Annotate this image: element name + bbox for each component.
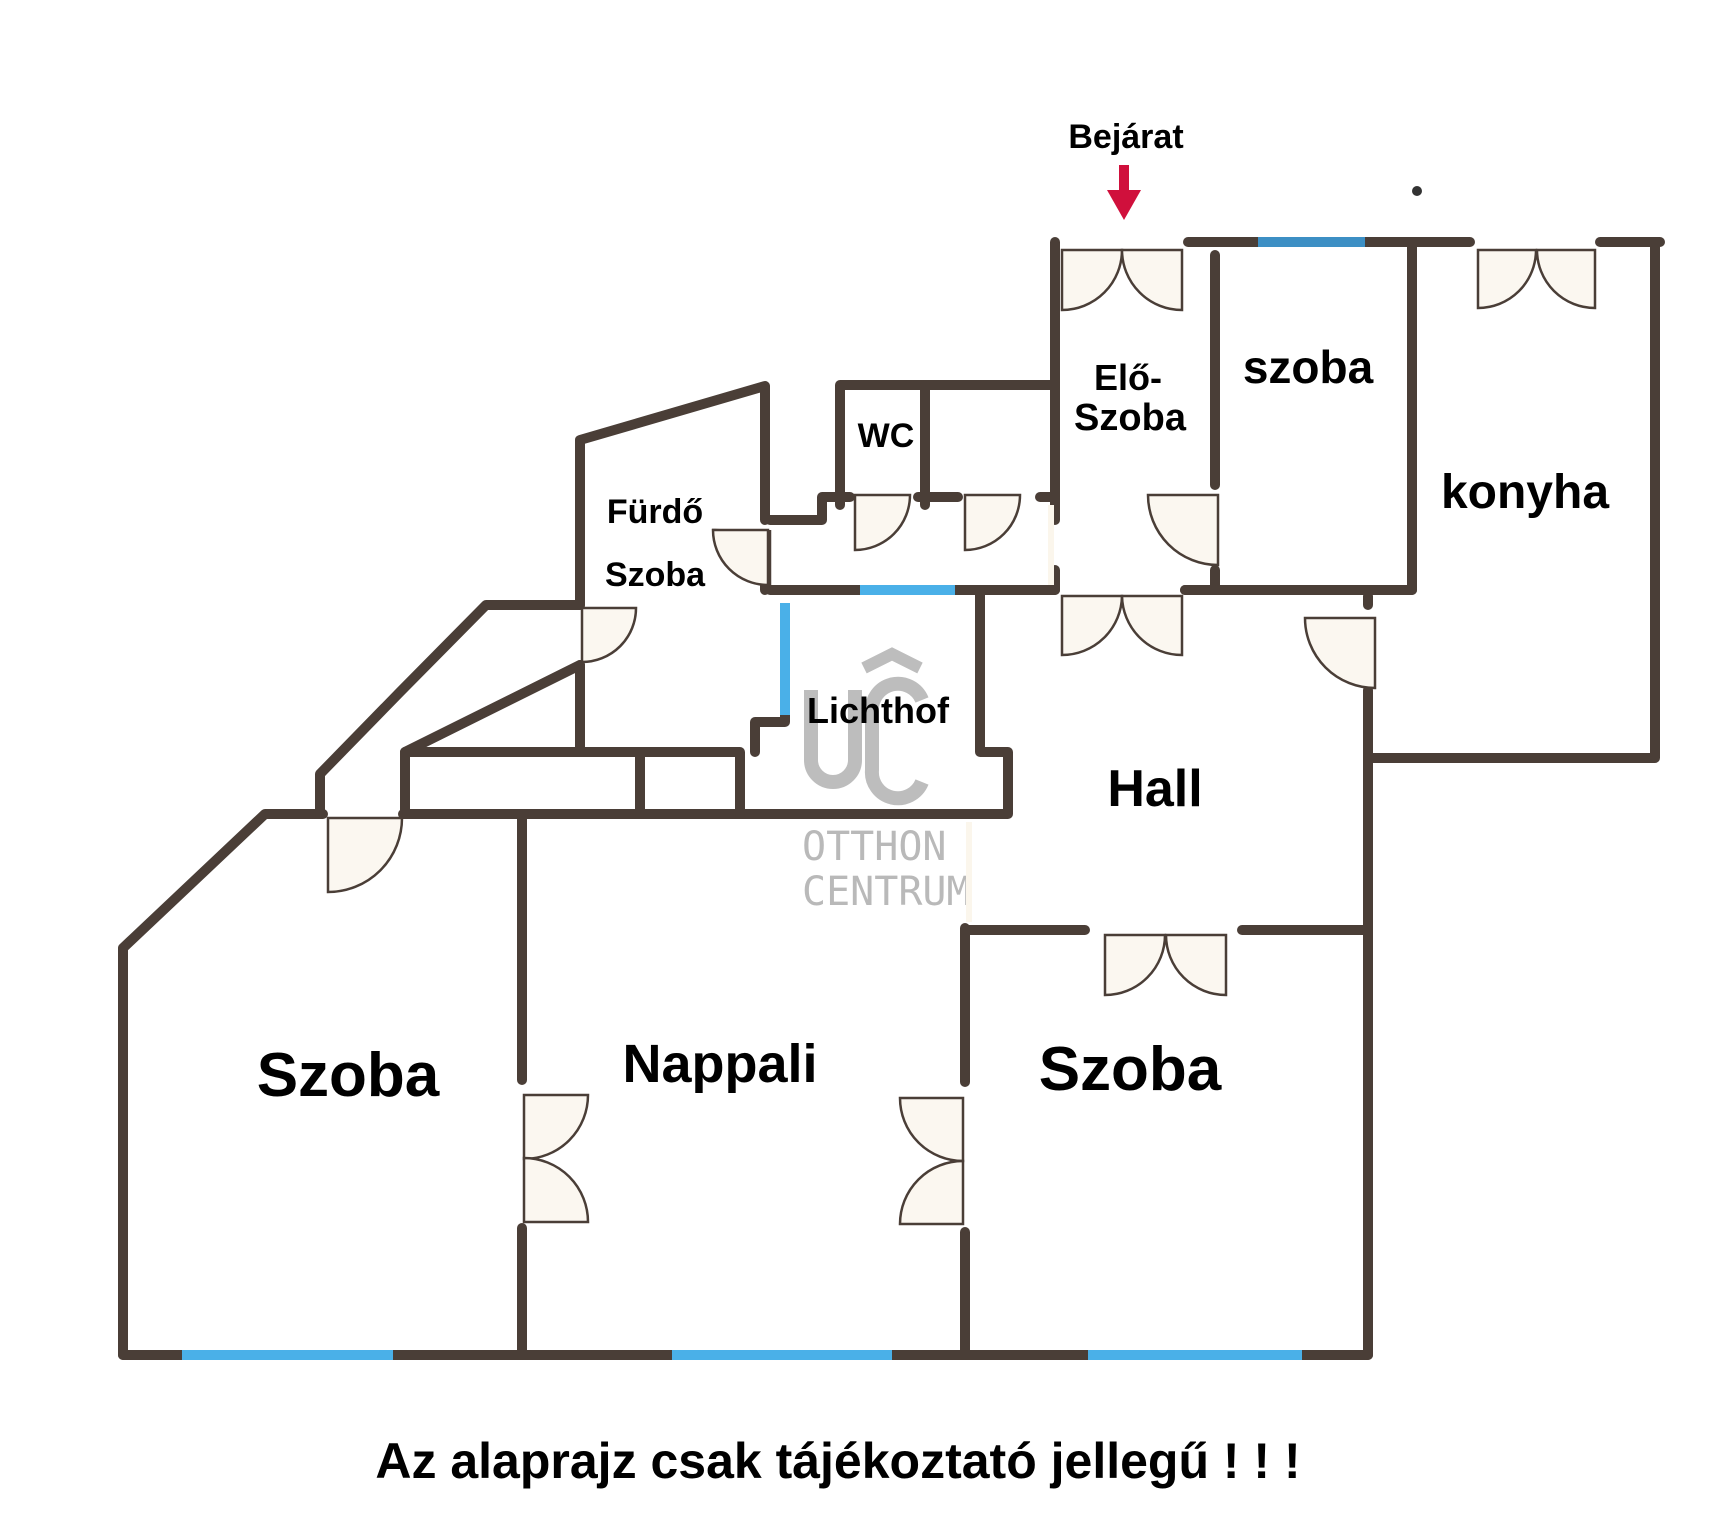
szoba-right-label: Szoba [1039,1035,1222,1104]
nappali-left-door[interactable] [522,1156,590,1224]
disclaimer-text: Az alaprajz csak tájékoztató jellegű ! !… [375,1433,1300,1489]
entrance-door[interactable] [1060,248,1124,312]
entrance-label: Bejárat [1068,118,1183,156]
kitchen-window-door[interactable] [1535,248,1597,310]
konyha-label: konyha [1441,466,1609,519]
lichthof-label: Lichthof [807,690,950,731]
otthon-centrum-watermark: OTTHON CENTRUM [802,647,971,915]
szoba-door[interactable] [1146,493,1220,567]
kitchen-door[interactable] [1303,616,1377,690]
nappali-right-door[interactable] [898,1096,965,1163]
watermark-line1: OTTHON [802,824,947,870]
nappali-right-door[interactable] [898,1159,965,1226]
entrance-door[interactable] [1120,248,1184,312]
szoba-small-label: szoba [1243,341,1374,393]
szoba-right-door[interactable] [1103,933,1167,997]
corridor-door[interactable] [580,606,638,664]
hall-label: Hall [1107,760,1202,818]
szoba-left-label: Szoba [257,1041,440,1110]
furdo-label-line2: Szoba [605,556,706,594]
wc-door[interactable] [853,493,912,552]
furdo-door[interactable] [711,528,770,587]
marker-dot [1412,186,1422,196]
furdo-label-line1: Fürdő [607,493,703,531]
closet-door[interactable] [963,493,1022,552]
elo-szoba-label-line2: Szoba [1074,397,1187,439]
nappali-left-door[interactable] [522,1093,590,1161]
kitchen-window-door[interactable] [1476,248,1538,310]
hall-door[interactable] [1060,594,1124,657]
elo-szoba-label-line1: Elő- [1094,357,1162,398]
nappali-label: Nappali [622,1034,817,1094]
watermark-line2: CENTRUM [802,869,971,915]
entrance-arrow-icon [1107,165,1141,220]
windows [182,237,1365,1360]
wc-label: WC [858,417,915,455]
szoba-right-door[interactable] [1164,933,1228,997]
hall-door[interactable] [1120,594,1184,657]
szoba-left-door[interactable] [326,816,404,894]
doors[interactable] [326,248,1597,1226]
